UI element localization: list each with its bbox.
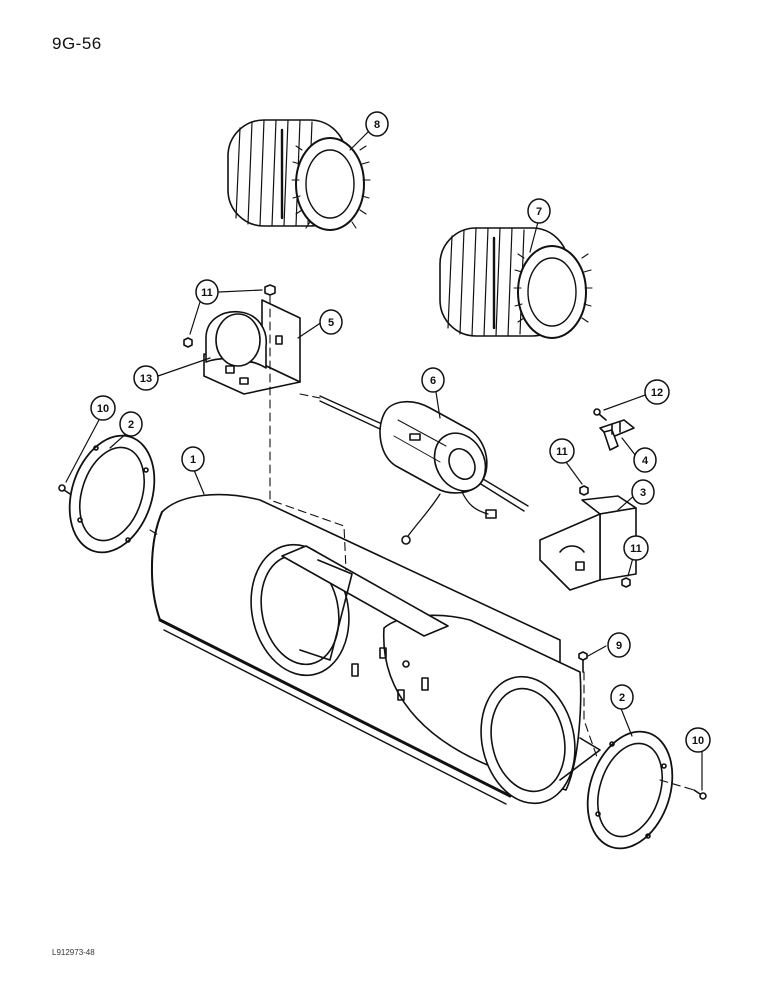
callout-7: 7 [527, 198, 551, 224]
gasket-2-left [68, 434, 156, 554]
callout-3: 3 [631, 479, 655, 505]
callout-9: 9 [607, 632, 631, 658]
hardware-nut-11-right [621, 577, 631, 588]
callout-1: 1 [181, 446, 205, 472]
assembly-dashed-lines [149, 295, 695, 791]
callout-6: 6 [421, 367, 445, 393]
figure-reference: L912973-48 [52, 948, 95, 957]
page-number: 9G-56 [52, 34, 102, 53]
callout-11-top-label: 11 [201, 287, 213, 299]
callout-8-label: 8 [374, 119, 380, 131]
callout-10-right-label: 10 [692, 735, 704, 747]
callout-2-left-label: 2 [128, 419, 134, 431]
callout-4: 4 [633, 447, 657, 473]
hardware-nut-11-top [264, 284, 276, 296]
callout-2-right: 2 [610, 684, 634, 710]
resistor-4 [599, 419, 635, 451]
gasket-2-right [586, 730, 674, 850]
callout-11-right-label: 11 [630, 543, 642, 555]
callout-1-label: 1 [190, 454, 196, 466]
motor-bracket-5 [203, 299, 301, 395]
callout-11-top: 11 [195, 279, 219, 305]
callout-12-label: 12 [651, 387, 663, 399]
blower-wheel-7 [439, 227, 593, 339]
callout-12: 12 [644, 379, 670, 405]
callout-5-label: 5 [328, 317, 334, 329]
callout-10-left: 10 [90, 395, 116, 421]
blower-wheel-8 [227, 119, 371, 231]
callout-11-mid: 11 [549, 438, 575, 464]
mounting-bracket-3 [539, 495, 637, 591]
callout-4-label: 4 [642, 455, 649, 467]
hardware-bolt-9 [578, 651, 588, 673]
callout-2-right-label: 2 [619, 692, 625, 704]
leader-lines [65, 131, 703, 791]
hardware-bolt-10-left [58, 484, 71, 495]
callout-bubbles: 8 7 11 5 13 6 12 10 2 1 11 4 3 11 9 2 10 [90, 111, 711, 753]
callout-13-label: 13 [140, 373, 152, 385]
callout-2-left: 2 [119, 411, 143, 437]
blower-housing-1 [150, 493, 601, 805]
callout-7-label: 7 [536, 206, 542, 218]
callout-3-label: 3 [640, 487, 646, 499]
callout-10-right: 10 [685, 727, 711, 753]
callout-11-mid-label: 11 [556, 446, 568, 458]
callout-8: 8 [365, 111, 389, 137]
hardware-nut-11-mid [579, 485, 589, 496]
callout-5: 5 [319, 309, 343, 335]
callout-13: 13 [133, 365, 159, 391]
callout-9-label: 9 [616, 640, 622, 652]
callout-6-label: 6 [430, 375, 436, 387]
blower-motor-6 [319, 395, 529, 545]
hardware-nut-11-left [183, 337, 193, 348]
hardware-bolt-10-right [693, 789, 707, 800]
callout-10-left-label: 10 [97, 403, 109, 415]
hardware-screw-12 [593, 408, 607, 421]
callout-11-right: 11 [623, 535, 649, 561]
